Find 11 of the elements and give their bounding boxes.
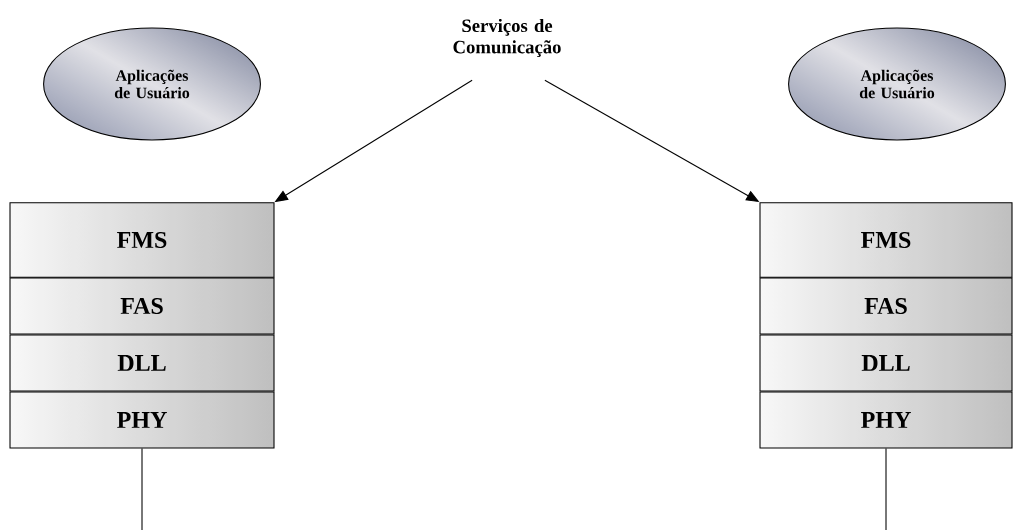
layer-box: FAS (759, 277, 1013, 335)
layer-box: DLL (759, 334, 1013, 392)
layer-box: FAS (9, 277, 275, 335)
label-text: Serviços de Comunicação (453, 18, 561, 58)
line (141, 448, 143, 530)
layer-box: PHY (9, 391, 275, 449)
layer-box: PHY (759, 391, 1013, 449)
layer-box: FMS (759, 202, 1013, 278)
line (885, 448, 887, 530)
layer-box: FMS (9, 202, 275, 278)
layer-box: DLL (9, 334, 275, 392)
